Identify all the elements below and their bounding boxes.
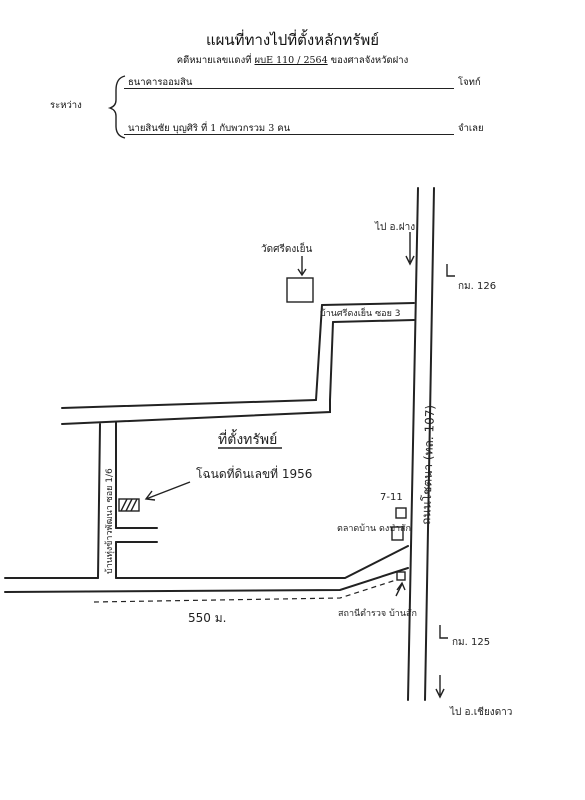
km126-label: กม. 126 [458,281,496,292]
market-label: ตลาดบ้าน ดงป่าสัก [337,523,411,534]
market-marker [391,526,404,541]
temple-marker [286,277,314,303]
property-access-lane [115,527,158,543]
distance-dashed-path [93,579,397,603]
defendant-role: จำเลย [458,123,484,134]
soi16-left-edge [97,423,101,579]
to-chiang-dao-arrow-icon [435,675,445,699]
document-title: แผนที่ทางไปที่ตั้งหลักทรัพย์ [205,31,380,49]
seven-eleven-marker [395,507,407,519]
upper-road-bottom [61,399,331,425]
upper-road-top [61,399,317,409]
soi3-top-edge [321,302,415,306]
lower-road-top [4,545,409,579]
km126-marker-icon [446,264,455,277]
case-prefix: คดีหมายเลขแดงที่ [176,55,252,66]
distance-label: 550 ม. [188,611,226,625]
seven-eleven-label: 7-11 [380,492,403,503]
police-station-label: สถานีตำรวจ บ้านสัก [338,608,417,619]
lower-road-bottom [4,567,409,593]
court-name: ของศาลจังหวัดฝาง [330,55,409,66]
soi3-label: บ้านศรีดงเย็น ซอย 3 [320,306,400,319]
case-number: ผบE 110 / 2564 [254,55,328,66]
plaintiff-name: ธนาคารออมสิน [128,77,193,88]
defendant-name: นายสินชัย บุญศิริ ที่ 1 กับพวกรวม 3 คน [128,123,291,134]
to-fang-arrow-icon [405,232,415,266]
km125-marker-icon [439,625,448,639]
main-road-left-edge [407,187,419,701]
soi16-label: บ้านทุ่งข้าวพัฒนา ซอย 1/6 [104,468,115,574]
soi3-bottom-edge [332,319,415,323]
temple-arrow [297,256,307,277]
to-fang-label: ไป อ.ฝาง [374,221,415,233]
property-hatch [120,498,138,512]
between-label: ระหว่าง [50,100,82,111]
to-chiang-dao-label: ไป อ.เชียงดาว [449,706,512,718]
defendant-underline [124,134,454,135]
soi3-east-edge [329,321,334,401]
case-number-line: คดีหมายเลขแดงที่ ผบE 110 / 2564 ของศาลจั… [0,53,585,68]
soi3-west-edge [315,304,323,401]
km125-label: กม. 125 [452,637,490,648]
property-title: ที่ตั้งทรัพย์ [218,429,277,448]
main-road-label: ถนนโชตนา (ทล. 107) [419,405,437,525]
plaintiff-underline [124,88,454,89]
police-station-arrow [395,581,406,597]
plaintiff-role: โจทก์ [458,77,481,88]
party-brace [107,75,126,139]
property-deed: โฉนดที่ดินเลขที่ 1956 [196,465,312,481]
police-station-marker [396,571,406,581]
main-road-right-edge [424,187,435,701]
temple-label: วัดศรีดงเย็น [261,241,312,255]
property-arrow [144,481,191,501]
